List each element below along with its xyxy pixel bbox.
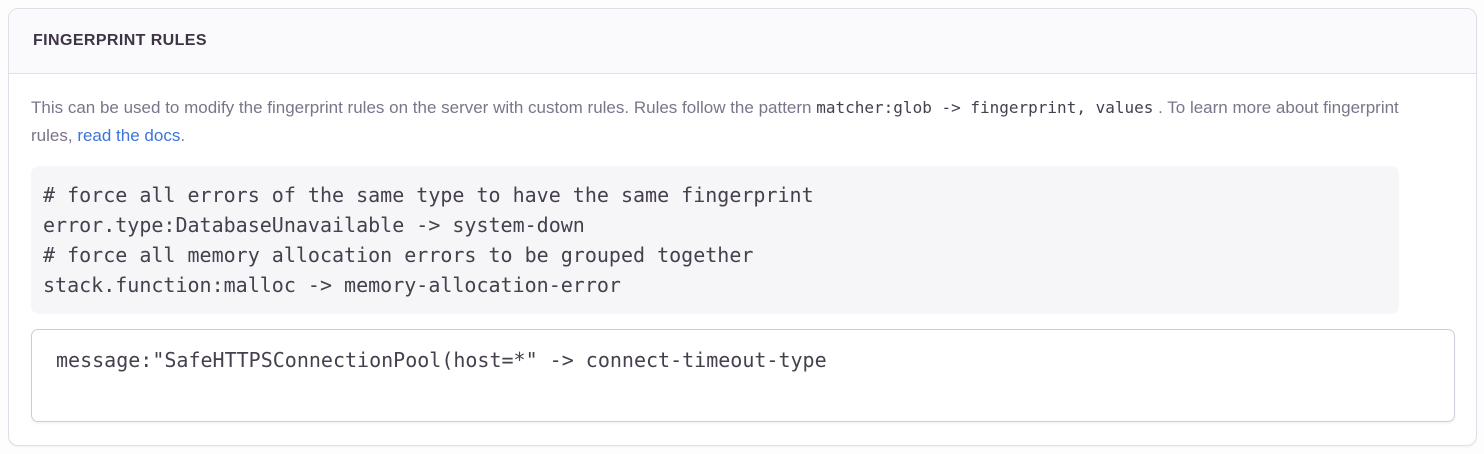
example-rule-line: # force all memory allocation errors to …	[43, 243, 754, 267]
example-rules-code-block: # force all errors of the same type to h…	[31, 166, 1399, 314]
description-text-after-code: . To learn more about fingerprint rules,	[31, 98, 1399, 145]
panel-title: FINGERPRINT RULES	[33, 32, 207, 49]
pattern-inline-code: matcher:glob -> fingerprint, values	[816, 98, 1154, 117]
read-the-docs-link[interactable]: read the docs	[77, 126, 181, 145]
panel-body: This can be used to modify the fingerpri…	[9, 74, 1476, 422]
example-rule-line: error.type:DatabaseUnavailable -> system…	[43, 213, 585, 237]
example-rule-line: stack.function:malloc -> memory-allocati…	[43, 273, 621, 297]
field-help: This can be used to modify the fingerpri…	[31, 94, 1399, 314]
example-rule-line: # force all errors of the same type to h…	[43, 183, 814, 207]
panel-header: FINGERPRINT RULES	[9, 9, 1476, 74]
description-text-before: This can be used to modify the fingerpri…	[31, 98, 812, 117]
fingerprint-rules-panel: FINGERPRINT RULES This can be used to mo…	[8, 8, 1477, 446]
fingerprint-rules-input[interactable]: message:"SafeHTTPSConnectionPool(host=*"…	[31, 329, 1455, 422]
description-period: .	[180, 126, 186, 145]
field-description: This can be used to modify the fingerpri…	[31, 94, 1399, 150]
